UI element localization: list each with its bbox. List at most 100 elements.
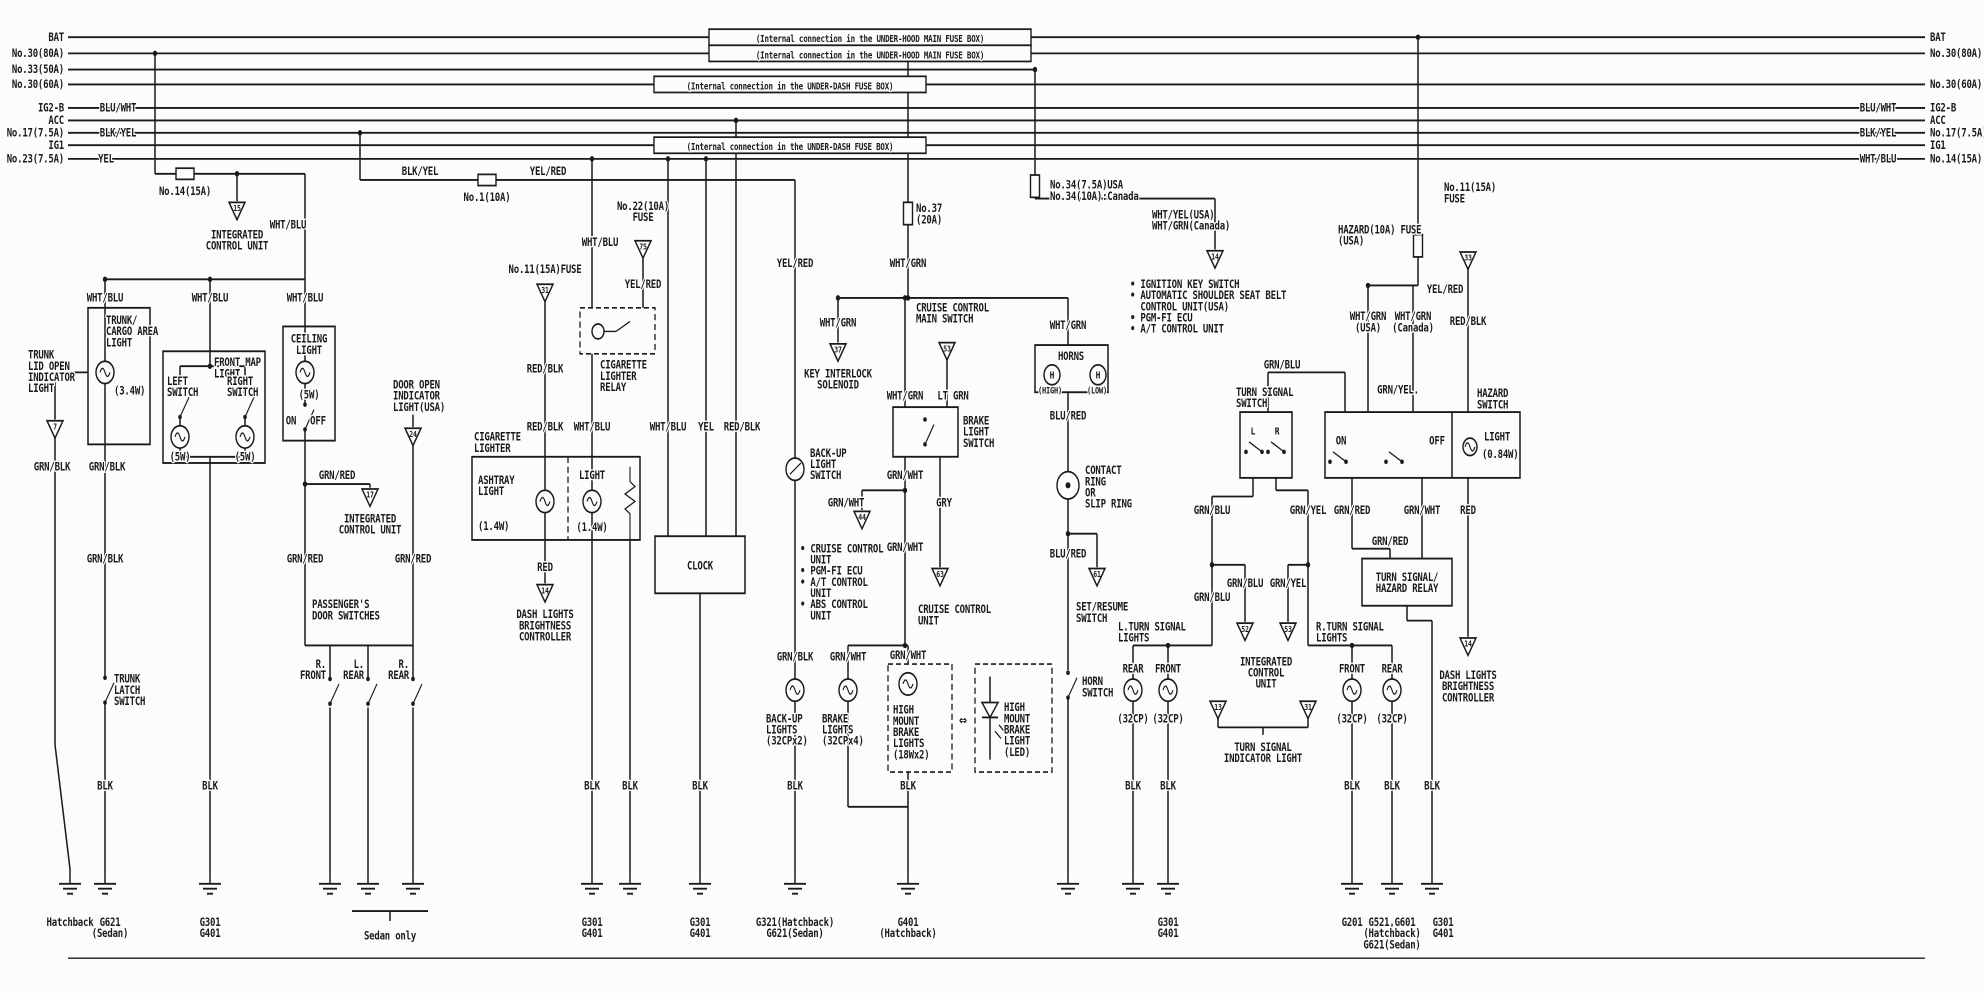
ground-icon: [94, 875, 116, 895]
switch-lever: [924, 424, 935, 445]
wire-color: YEL/RED: [777, 258, 814, 270]
wire-color: WHT/BLU: [574, 422, 611, 434]
wire-color: BLK/YEL: [402, 166, 439, 178]
trunk-cargo-light-box: [87, 306, 151, 446]
wire-color: WHT/GRN: [820, 318, 857, 330]
wire-color: GRN/YEL: [1270, 578, 1307, 590]
hazard-switch-box: [1324, 411, 1521, 479]
bus-right-ig2b: IG2-B: [1930, 103, 1956, 115]
wire-color: WHT/GRN(Canada): [1392, 311, 1434, 334]
rating-label: (LOW): [1087, 386, 1107, 396]
wire-color: RED/BLK: [527, 364, 564, 376]
note-list: • CRUISE CONTROL UNIT• PGM-FI ECU• A/T C…: [800, 544, 883, 623]
bulb-filament-icon: [1127, 685, 1139, 695]
brake-light-switch-box: [892, 406, 959, 458]
switch-contact: [328, 676, 332, 682]
connector-triangle-icon: [360, 488, 380, 509]
wire-color: GRN/RED: [1372, 536, 1409, 548]
wire-color: GRN/RED: [1334, 505, 1371, 517]
ground-label: G521,G601(Hatchback)G621(Sedan): [1363, 917, 1420, 951]
switch-contact: [411, 676, 415, 682]
rating-label: (5W): [235, 452, 256, 464]
junction-dot: [152, 50, 158, 57]
wire-color: WHT/BLU: [270, 220, 307, 232]
wire-color: WHT/BLU: [287, 293, 324, 305]
bus-right-bat: BAT: [1930, 32, 1946, 44]
ground-icon: [402, 875, 424, 895]
bulb-filament-icon: [299, 367, 311, 378]
junction-dot: [733, 117, 739, 124]
fuse-label: No.1(10A): [464, 192, 511, 204]
switch-pos: L: [1251, 427, 1256, 438]
bus-left-ig2b: IG2-B: [38, 103, 64, 115]
bulb-filament-icon: [1162, 685, 1174, 695]
connector-triangle-icon: [633, 239, 653, 260]
lighter-element-icon: [623, 466, 637, 540]
junction-dot: [1065, 531, 1071, 537]
connector-triangle-icon: [403, 427, 423, 448]
wire-color: WHT/GRN(USA): [1350, 311, 1387, 334]
generated-symbols: [45, 28, 1478, 895]
switch-contact: [1328, 459, 1332, 464]
generated-labels: (Internal connection in the UNDER-HOOD M…: [5, 31, 1984, 953]
component-label: CLOCK: [687, 561, 714, 573]
connector-triangle-icon: [1298, 700, 1318, 721]
connector-number: 63: [936, 569, 943, 579]
rating-label: (1.4W): [576, 522, 607, 534]
wire-color: BLK: [1344, 781, 1361, 793]
junction-dot: [207, 363, 213, 369]
ground-icon: [1057, 875, 1079, 895]
junction-dot: [902, 642, 908, 649]
connector-number: 44: [858, 512, 866, 522]
wire-color: BLU/RED: [1050, 411, 1087, 423]
wire-color: BLK: [584, 781, 601, 793]
junction-dot: [902, 487, 908, 494]
junction-dot: [302, 481, 308, 487]
connector-triangle-icon: [1235, 622, 1255, 643]
wire-color: GRN/WHT: [830, 652, 867, 664]
component-label: LIGHT: [579, 470, 605, 482]
wire-color: GRN/RED: [395, 553, 432, 565]
ground-icon: [1157, 875, 1179, 895]
switch-contact: [1066, 670, 1070, 675]
wire-color: YEL: [98, 154, 114, 166]
bulb-filament-icon: [1386, 685, 1398, 695]
wire-color: YEL/RED: [1427, 284, 1464, 296]
wire-color: BLU/WHT: [1860, 103, 1897, 115]
wire-color: WHT/GRN: [887, 391, 924, 403]
bus-left-ig1: IG1: [48, 140, 64, 152]
connector-number: 15: [233, 203, 240, 213]
ground-icon: [689, 875, 711, 895]
wire-color: YEL/RED: [530, 166, 567, 178]
fuse-label: No.11(15A)FUSE: [1444, 182, 1496, 205]
component-label: R.FRONT: [300, 659, 326, 682]
switch-lever: [789, 462, 802, 475]
rating-label: (5W): [170, 452, 191, 464]
ground-icon: [784, 875, 806, 895]
ground-label: G201: [1342, 917, 1363, 929]
switch-pos: R: [1275, 427, 1280, 438]
component-label: FRONT: [1155, 664, 1181, 676]
wire-color: GRN/YEL: [1290, 505, 1327, 517]
switch-contact: [303, 402, 307, 407]
wire-color: BLU/RED: [1050, 549, 1087, 561]
high-mount-brake-lights-box: [887, 663, 953, 773]
connector-triangle-icon: [828, 342, 848, 363]
bus-right-fuse: No.30(80A): [1930, 48, 1982, 60]
bus-left-fuse: No.23(7.5A): [7, 154, 64, 166]
bulb-filament-icon: [789, 685, 801, 695]
switch-contact: [923, 417, 927, 422]
wire-color: GRN/WHT: [887, 470, 924, 482]
wires-brake-cruise-horn: [794, 53, 1098, 876]
underhood-note: (Internal connection in the UNDER-HOOD M…: [756, 33, 984, 44]
